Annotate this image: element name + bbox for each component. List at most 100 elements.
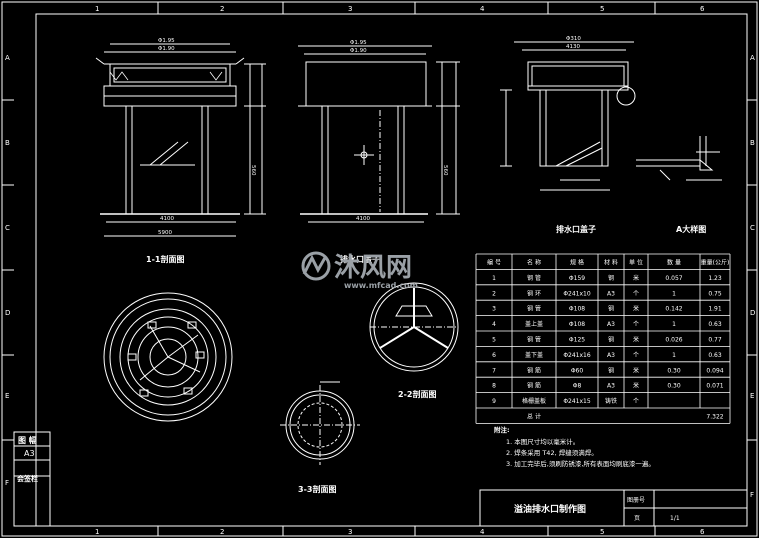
table-cell: Φ108 [569,321,585,328]
table-cell: 0.071 [706,383,723,390]
table-header-cell: 名 称 [527,258,541,266]
watermark: 沐风网 www.mfcad.com [301,251,418,290]
middle-side-view [298,45,460,223]
table-cell: 2 [492,290,496,297]
notes-item: 3. 加工完毕后,须刷防锈漆,所有表面均刷底漆一遍。 [506,459,655,468]
section-2-title: 2-2剖面图 [398,389,436,399]
page-value: 1/1 [670,515,680,522]
table-cell: 个 [633,398,639,405]
table-cell: 0.142 [665,306,682,313]
table-cell: 0.30 [667,383,681,390]
col-mark: 5 [600,528,604,536]
col-mark: 5 [600,5,604,13]
dim-top-outer: Φ1.95 [158,38,175,44]
row-mark: E [5,392,9,400]
row-mark: C [750,224,755,232]
table-total-value: 7.322 [706,413,723,420]
table-cell: 钢 管 [527,274,541,282]
table-cell: 钢 [608,335,614,343]
table-cell: 盖下盖 [525,351,543,359]
col-mark: 2 [220,528,224,536]
dim-mid-side-h: 560 [442,165,448,176]
table-cell: 个 [633,352,639,359]
table-cell: 钢 筋 [527,382,541,390]
table-cell: 3 [492,306,496,313]
table-cell: 米 [633,274,639,282]
col-mark: 1 [95,5,99,13]
outlet-cap-view [500,41,636,191]
dim-mid-pipe-w: 4100 [356,216,370,222]
table-cell: 1 [672,352,676,359]
table-cell: 0.63 [708,321,722,328]
watermark-brand: 沐风网 [334,253,412,283]
dim-top-inner: Φ1.90 [158,46,175,52]
left-strip-size: A3 [24,449,35,458]
table-header-cell: 编 号 [487,258,501,266]
table-cell: Φ108 [569,306,585,313]
table-cell: 6 [492,352,496,359]
table-cell: Φ159 [569,275,585,282]
table-cell: 0.30 [667,367,681,374]
table-cell: 9 [492,398,496,405]
table-cell: 0.026 [665,336,682,343]
table-cell: 个 [633,321,639,328]
col-mark: 3 [348,528,352,536]
col-mark: 6 [700,5,705,13]
row-mark: A [5,54,10,62]
table-cell: 格栅盖板 [522,397,546,405]
drawing-no-label: 图册号 [627,497,645,504]
table-header-cell: 单 位 [629,258,643,266]
table-total-label: 总 计 [527,412,541,420]
dim-base-w: 5900 [158,230,172,236]
section-3-title: 3-3剖面图 [298,484,336,494]
table-cell: 4 [492,321,496,328]
table-header-cell: 材 料 [604,258,618,266]
table-cell: Φ241x10 [563,290,591,297]
table-cell: 1 [672,321,676,328]
dim-cap-outer: Φ310 [566,36,581,42]
table-cell: A3 [607,352,615,359]
title-block [479,489,748,527]
row-mark: A [750,54,755,62]
col-mark: 3 [348,5,352,13]
table-cell: 1.23 [708,275,722,282]
dim-side-h: 560 [250,165,256,176]
left-strip-sign: 会签栏 [17,474,38,483]
table-cell: 钢 [608,366,614,374]
table-cell: 钢 筋 [527,366,541,374]
table-cell: 钢 [608,274,614,282]
table-cell: 0.057 [665,275,682,282]
col-mark: 4 [480,528,485,536]
table-header-cell: 重量(公斤) [701,258,730,266]
table-cell: 0.63 [708,352,722,359]
table-cell: 1 [492,275,496,282]
table-cell: 8 [492,383,496,390]
plan-view [103,292,233,422]
table-cell: Φ125 [569,336,585,343]
row-mark: D [750,309,755,317]
section-2-view [369,282,459,372]
table-cell: 1 [672,290,676,297]
detail-a-title: A大样图 [676,224,706,234]
row-mark: B [5,139,10,147]
dim-mid-top-outer: Φ1.95 [350,40,367,46]
row-mark: B [750,139,755,147]
table-cell: 米 [633,382,639,390]
section-1-view [95,43,266,237]
detail-a-view [636,136,722,181]
table-cell: 盖上盖 [525,320,543,328]
table-cell: A3 [607,290,615,297]
watermark-url: www.mfcad.com [344,281,418,290]
side-view-title: 排水口盖子 [340,254,380,264]
notes-item: 2. 焊条采用 T42, 焊缝须满焊。 [506,448,598,457]
section-3-view [280,381,360,465]
table-cell: 铸铁 [605,397,617,405]
dim-cap-w: 4130 [566,44,580,50]
page-label: 页 [634,515,640,522]
row-mark: E [750,392,754,400]
table-cell: 钢 环 [527,289,541,297]
table-cell: Φ241x16 [563,352,591,359]
row-mark: C [5,224,10,232]
